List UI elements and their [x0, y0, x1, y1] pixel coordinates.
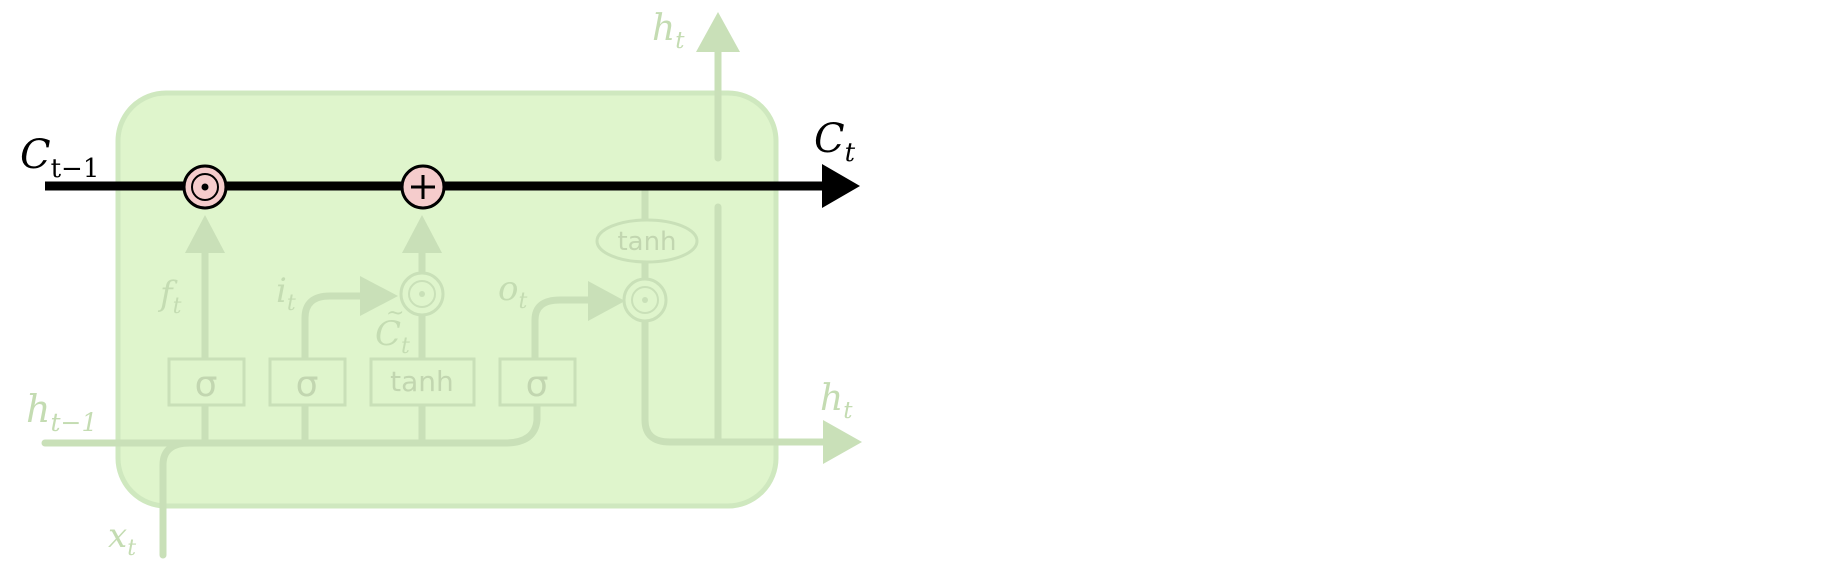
- input-multiply-inner-ring: [408, 280, 436, 308]
- h-prev-label: ht−1: [26, 387, 97, 437]
- cell-state-arrowhead: [822, 164, 860, 208]
- add-arrowhead: [402, 215, 442, 253]
- output-gate-label: σ: [526, 364, 549, 405]
- forget-gate-box: [167, 357, 246, 407]
- h-right-arrowhead: [823, 420, 862, 464]
- output-multiply-dot: [642, 297, 648, 303]
- input-gate-line: [301, 292, 374, 364]
- input-arrowhead: [360, 276, 398, 316]
- c-tilde-accent: ~: [386, 301, 404, 326]
- i-t-label: it: [276, 271, 296, 316]
- forget-gate-label: σ: [195, 364, 218, 405]
- faded-pointwise-ops: [399, 271, 668, 323]
- add-op: [400, 164, 446, 210]
- output-arrowhead: [588, 281, 625, 321]
- faded-arrowheads: [185, 12, 862, 464]
- forget-multiply-dot: [201, 183, 209, 191]
- output-multiply-inner-ring: [631, 286, 659, 314]
- c-next-label: Ct: [814, 116, 856, 168]
- h-out-line: [641, 316, 829, 446]
- faded-labels: ft it ot Ct ~ ht−1 xt ht ht: [26, 8, 853, 561]
- h-prev-line: [41, 396, 541, 447]
- candidate-gate-label: tanh: [390, 365, 454, 398]
- input-gate-label: σ: [296, 364, 319, 405]
- c-tilde-label: Ct: [375, 314, 410, 359]
- output-gate-box: [498, 357, 577, 407]
- input-gate-box: [268, 357, 347, 407]
- h-t-right-label: ht: [820, 378, 853, 424]
- forget-multiply-op: [182, 164, 228, 210]
- output-tanh-label: tanh: [617, 227, 676, 257]
- gate-boxes: [167, 357, 577, 407]
- x-t-label: xt: [108, 516, 136, 561]
- x-input-line: [159, 439, 194, 559]
- output-gate-line: [531, 296, 599, 364]
- forget-arrowhead: [185, 215, 225, 253]
- faded-flow-lines: [41, 46, 829, 559]
- c-prev-label: Ct−1: [20, 132, 99, 184]
- o-t-label: ot: [498, 269, 527, 314]
- h-top-arrowhead: [696, 12, 740, 52]
- forget-multiply-inner-ring: [191, 173, 219, 201]
- candidate-gate-box: [369, 357, 476, 407]
- h-t-top-label: ht: [652, 8, 685, 54]
- output-tanh-ellipse: [595, 218, 699, 264]
- input-multiply-dot: [419, 291, 425, 297]
